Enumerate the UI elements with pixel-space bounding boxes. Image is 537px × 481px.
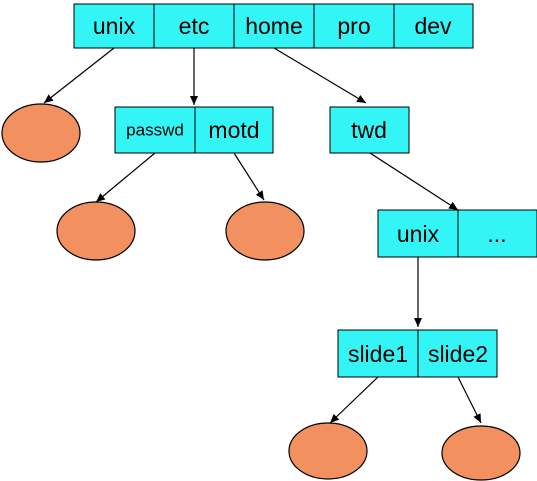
leaf-file-slide1 — [288, 422, 368, 480]
home-cell-twd: twd — [351, 117, 387, 143]
home-directory: twd — [329, 106, 410, 154]
etc-directory: passwd motd — [114, 106, 274, 154]
twd-cell-unix: unix — [397, 221, 440, 247]
root-cell-etc: etc — [179, 13, 210, 39]
edge-root-unix-to-leaf — [43, 47, 115, 104]
root-cell-dev: dev — [414, 13, 452, 39]
twd-directory: unix ... — [377, 209, 537, 258]
etc-cell-passwd: passwd — [126, 121, 184, 140]
etc-cell-motd: motd — [208, 117, 259, 143]
unix-cell-slide1: slide1 — [348, 341, 408, 367]
leaf-nodes — [1, 103, 521, 481]
unix-directory: slide1 slide2 — [337, 329, 498, 378]
leaf-file-slide2 — [441, 425, 521, 481]
twd-cell-ellipsis: ... — [487, 221, 506, 247]
edges — [43, 47, 482, 424]
root-directory: unix etc home pro dev — [73, 3, 474, 49]
root-cell-unix: unix — [93, 13, 136, 39]
edge-motd-to-leaf — [233, 152, 265, 201]
edge-slide2-to-leaf — [457, 376, 482, 424]
edge-twd-to-twd-dir — [369, 152, 459, 211]
edge-root-home-to-home-dir — [273, 47, 367, 104]
leaf-file-motd — [225, 201, 305, 261]
leaf-file-passwd — [56, 201, 136, 261]
root-cell-home: home — [245, 13, 303, 39]
unix-cell-slide2: slide2 — [428, 341, 488, 367]
leaf-file-unix — [1, 103, 81, 163]
edge-slide1-to-leaf — [329, 376, 379, 424]
root-cell-pro: pro — [337, 13, 370, 39]
edge-passwd-to-leaf — [95, 152, 156, 203]
